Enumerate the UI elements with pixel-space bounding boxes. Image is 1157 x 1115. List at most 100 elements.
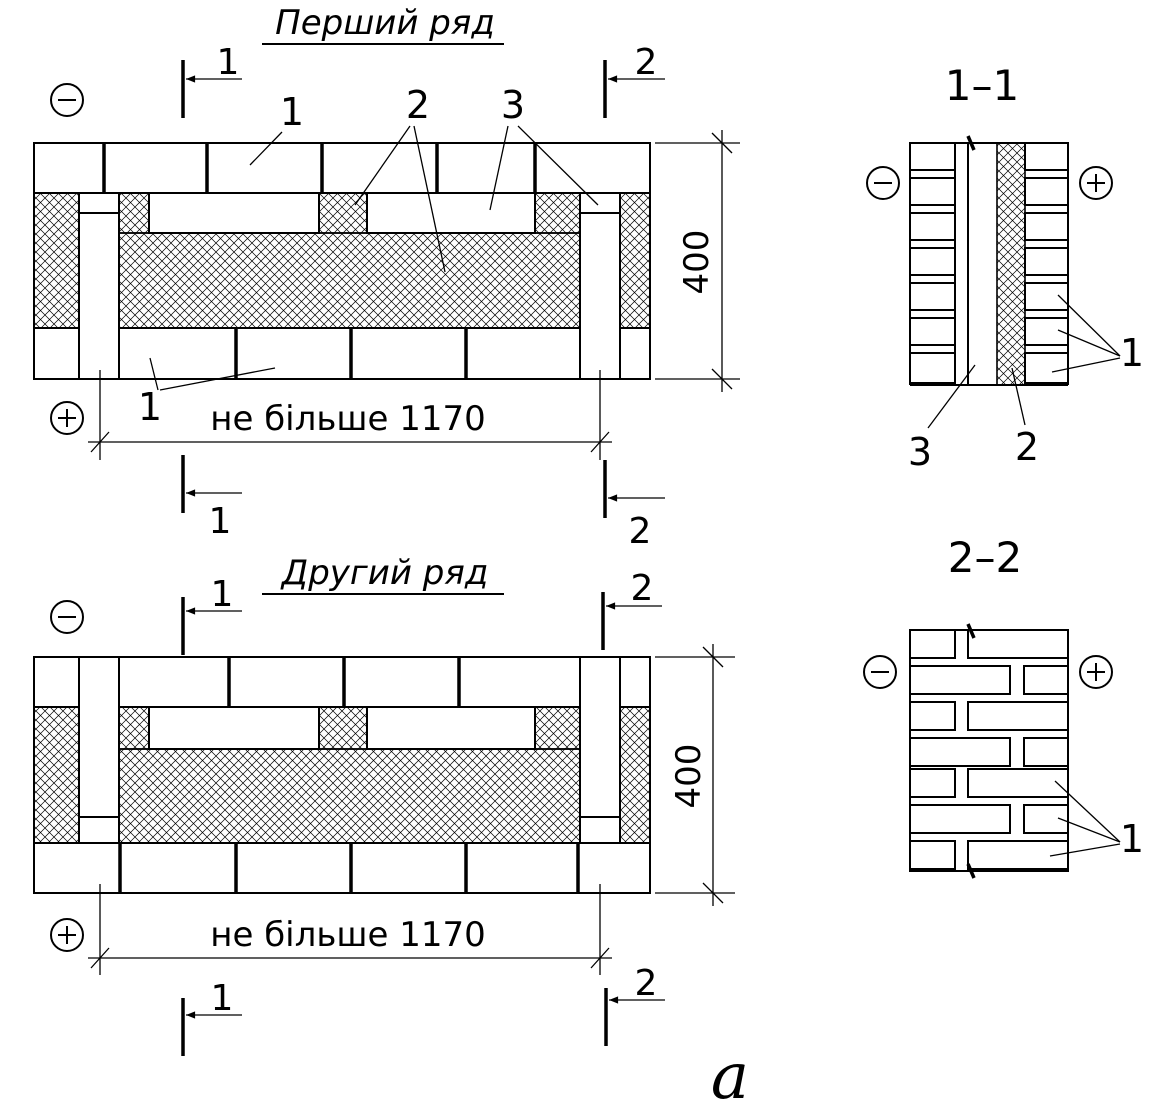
figure-letter: a xyxy=(711,1040,749,1114)
brick xyxy=(1024,142,1069,171)
plus-side-marker xyxy=(50,918,84,952)
header-brick xyxy=(78,192,120,380)
brick xyxy=(103,142,208,194)
brick xyxy=(350,842,467,894)
brick xyxy=(909,282,956,311)
brick xyxy=(909,317,956,346)
insulation-block xyxy=(534,192,581,234)
brick xyxy=(1024,247,1069,276)
brick xyxy=(366,706,536,750)
svg-text:2: 2 xyxy=(629,511,652,552)
insulation-block xyxy=(619,192,651,329)
section-mark-1-top: 1 xyxy=(181,574,242,655)
brick xyxy=(909,177,956,206)
brick xyxy=(909,352,956,384)
brick xyxy=(909,665,1011,695)
insulation-block xyxy=(118,748,581,844)
plus-side-marker xyxy=(50,401,84,435)
second-row-plan: Другий ряд xyxy=(33,553,735,1056)
brick xyxy=(343,656,460,708)
brick xyxy=(235,842,352,894)
first-row-plan: Перший ряд xyxy=(33,3,740,552)
brick xyxy=(235,327,352,380)
section-mark-1-bottom: 1 xyxy=(181,978,242,1056)
brick xyxy=(465,842,579,894)
brick xyxy=(534,142,651,194)
label-brick: 1 xyxy=(138,385,162,429)
section-2-2: 2–2 1 xyxy=(863,533,1144,879)
svg-text:1: 1 xyxy=(211,574,234,615)
svg-text:1: 1 xyxy=(211,978,234,1019)
insulation-block xyxy=(33,192,80,329)
header-brick xyxy=(579,656,621,844)
brick xyxy=(909,737,1011,767)
brick xyxy=(33,656,80,708)
brick xyxy=(909,768,956,798)
wall-outline xyxy=(909,629,1069,872)
length-dimension: не більше 1170 xyxy=(210,399,486,439)
brick xyxy=(577,842,651,894)
section-mark-2-top: 2 xyxy=(601,568,662,650)
brick xyxy=(1024,282,1069,311)
brick xyxy=(619,327,651,380)
svg-text:2: 2 xyxy=(635,963,658,1004)
wall-outline xyxy=(33,656,651,894)
brick xyxy=(228,656,345,708)
length-dimension: не більше 1170 xyxy=(210,915,486,955)
insulation-block xyxy=(33,706,80,844)
brick xyxy=(148,706,320,750)
brick xyxy=(909,804,1011,834)
section-mark-2-bottom: 2 xyxy=(603,460,665,552)
section-1-1-title: 1–1 xyxy=(945,61,1019,110)
insulation-block xyxy=(996,142,1026,386)
brick xyxy=(1023,804,1069,834)
section-mark-2-bottom: 2 xyxy=(604,963,665,1046)
brick xyxy=(909,840,956,870)
brick xyxy=(33,842,121,894)
brick xyxy=(119,842,237,894)
section-mark-1-bottom: 1 xyxy=(181,455,242,542)
header-brick xyxy=(78,656,120,844)
svg-text:1: 1 xyxy=(209,501,232,542)
brick xyxy=(118,656,230,708)
brick xyxy=(909,212,956,241)
brick xyxy=(33,327,80,380)
brick xyxy=(118,327,237,380)
height-dimension: 400 xyxy=(677,230,717,295)
brick xyxy=(366,192,536,234)
minus-side-marker xyxy=(50,83,84,117)
height-dimension: 400 xyxy=(669,744,709,809)
section-2-2-title: 2–2 xyxy=(948,533,1022,582)
section-mark-1-top: 1 xyxy=(181,42,242,118)
insulation-block xyxy=(118,192,150,234)
insulation-block xyxy=(118,232,581,329)
brick xyxy=(909,142,956,171)
brick xyxy=(33,142,105,194)
brick xyxy=(967,701,1069,731)
label-air-gap: 3 xyxy=(501,83,525,127)
brick xyxy=(436,142,536,194)
brick xyxy=(619,656,651,708)
label-air-gap: 3 xyxy=(908,430,932,474)
label-insulation: 2 xyxy=(1015,425,1039,469)
brick xyxy=(1024,352,1069,384)
svg-text:2: 2 xyxy=(631,568,654,609)
header-brick xyxy=(579,192,621,380)
insulation-block xyxy=(118,706,150,750)
brick xyxy=(1024,212,1069,241)
brick xyxy=(909,247,956,276)
brick xyxy=(148,192,320,234)
label-brick: 1 xyxy=(280,90,304,134)
brick xyxy=(967,840,1069,870)
brick xyxy=(1024,177,1069,206)
svg-text:1: 1 xyxy=(217,42,240,83)
section-1-1: 1–1 1 xyxy=(866,61,1144,474)
second-row-title: Другий ряд xyxy=(280,553,489,593)
brick xyxy=(350,327,467,380)
svg-text:2: 2 xyxy=(635,42,658,83)
brick xyxy=(1023,665,1069,695)
insulation-block xyxy=(619,706,651,844)
plus-side-marker xyxy=(1079,655,1113,689)
brick xyxy=(465,327,581,380)
